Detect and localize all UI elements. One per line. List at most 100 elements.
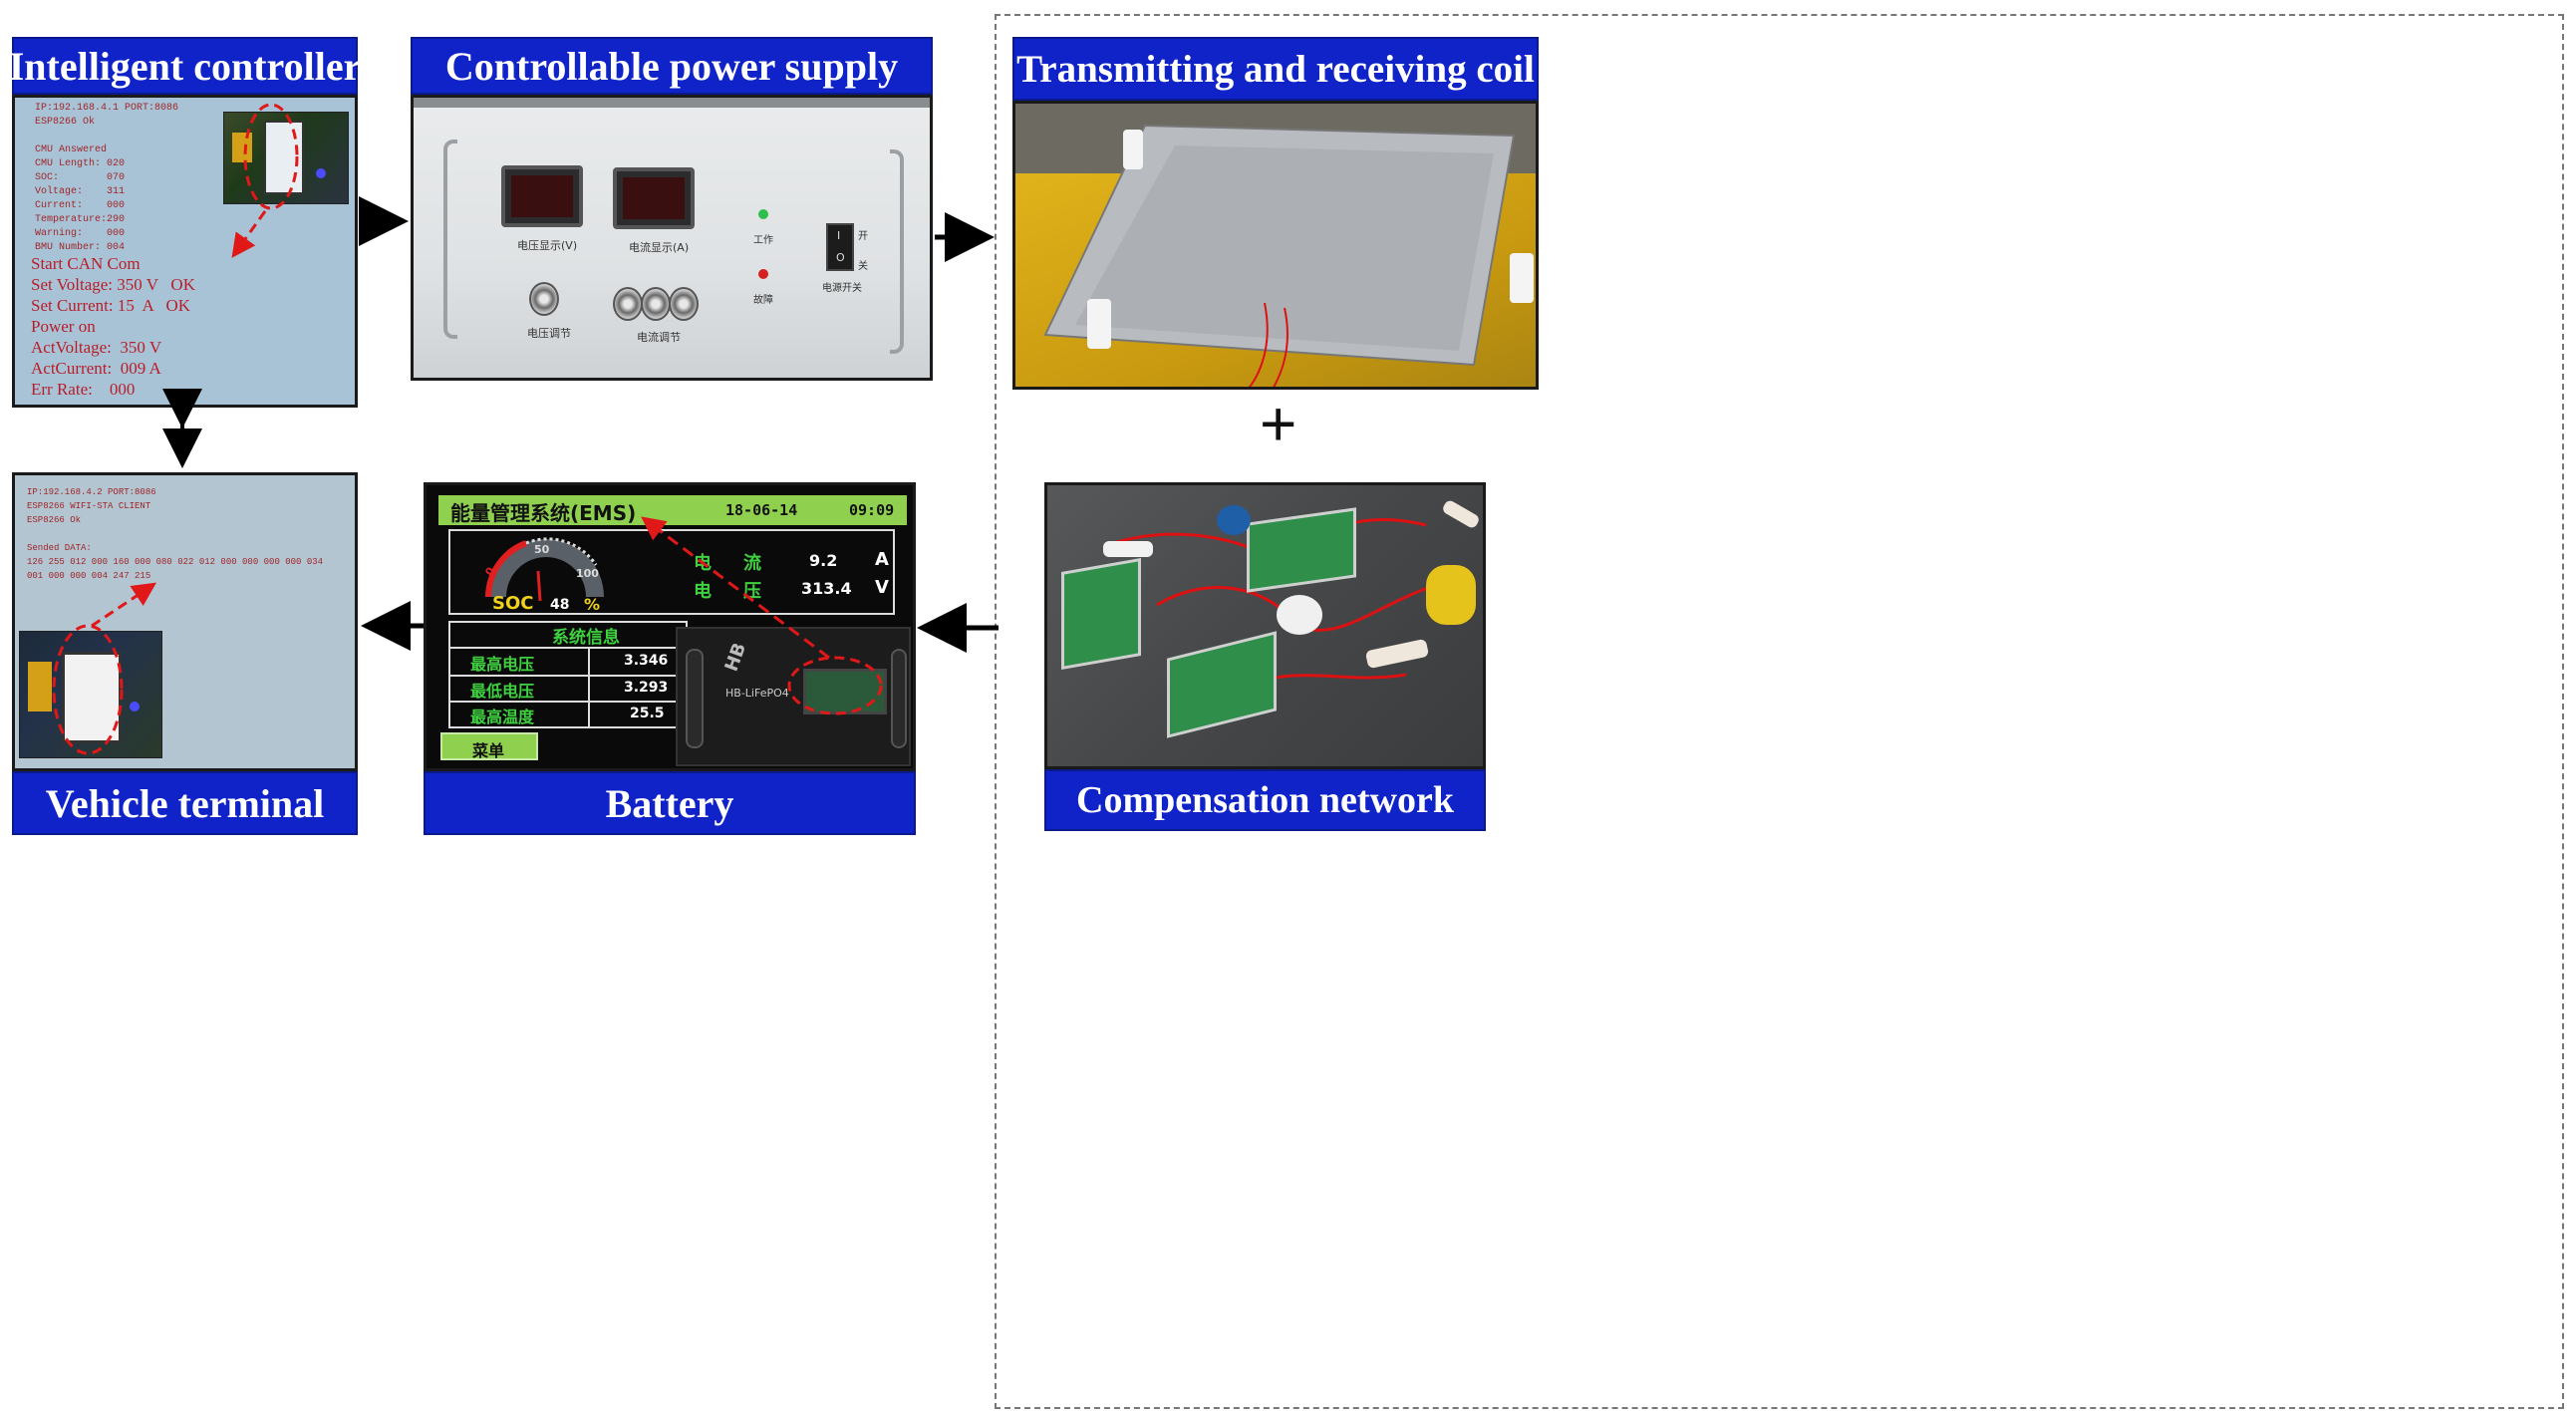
right-handle (890, 149, 904, 354)
current-display (613, 167, 695, 229)
yellow-inductor (1426, 565, 1476, 625)
current-knob-1 (613, 287, 643, 321)
current-adjust-label: 电流调节 (637, 331, 681, 344)
ems-time: 09:09 (849, 501, 895, 519)
left-handle (443, 140, 457, 339)
controller-status-line: IP:192.168.4.1 PORT:8086 (35, 103, 179, 114)
power-switch-label: 电源开关 (822, 283, 862, 294)
ems-date: 18-06-14 (725, 501, 798, 519)
vehicle-status-line: ESP8266 Ok (27, 515, 82, 525)
work-label: 工作 (753, 235, 773, 246)
vehicle-status-line: 001 000 000 004 247 215 (27, 571, 151, 581)
coil-spacer-2 (1087, 299, 1111, 349)
blue-capacitor (1217, 505, 1251, 535)
voltage-adjust-label: 电压调节 (527, 327, 571, 340)
white-capacitor (1277, 595, 1322, 635)
vehicle-status-line (27, 527, 323, 541)
row-max-voltage-value: 3.346 (624, 653, 669, 669)
title-vehicle-terminal: Vehicle terminal (12, 771, 358, 835)
controller-command-line: ActVoltage: 350 V (31, 338, 162, 357)
ems-menu-label: 菜单 (472, 741, 505, 760)
vehicle-status-line: 126 255 012 000 160 000 080 022 012 000 … (27, 557, 324, 567)
controller-command-line: Start CAN Com (31, 254, 141, 273)
title-coil: Transmitting and receiving coil (1012, 37, 1539, 101)
battery-pack-inset-photo: HB HB-LiFePO4 (676, 627, 911, 766)
controller-status-line: Temperature:290 (35, 214, 126, 225)
soc-unit: % (584, 595, 601, 614)
coil-plate-drawing (1043, 124, 1516, 387)
coil-spacer-1 (1123, 130, 1143, 169)
current-display-label: 电流显示(A) (629, 241, 690, 254)
system-info-header: 系统信息 (552, 628, 620, 648)
controller-status-line: SOC: 070 (35, 172, 126, 183)
title-power-supply: Controllable power supply (411, 37, 933, 95)
controller-command-line: Err Rate: 000 (31, 380, 136, 399)
vehicle-board-inset-photo (19, 631, 162, 758)
row-max-temp-value: 25.5 (630, 706, 665, 721)
right-dashed-region (995, 14, 2564, 1409)
vehicle-status-line: ESP8266 WIFI-STA CLIENT (27, 501, 151, 511)
fault-label: 故障 (753, 295, 773, 306)
soc-label: SOC (492, 593, 534, 614)
power-supply-photo: 电压显示(V) 电流显示(A) 电压调节 电流调节 工作 故障 I O 开 关 … (411, 95, 933, 381)
switch-off-label: 关 (858, 261, 868, 272)
plus-sign: + (1260, 388, 1297, 459)
voltage-label-2: 压 (743, 581, 761, 602)
row-min-voltage-value: 3.293 (624, 680, 669, 696)
row-max-voltage-label: 最高电压 (470, 655, 535, 674)
current-label-2: 流 (743, 553, 761, 574)
gauge-tick-50: 50 (534, 543, 550, 556)
work-led (758, 209, 768, 219)
coil-spacer-3 (1510, 253, 1534, 303)
title-battery: Battery (424, 771, 916, 835)
vehicle-status-line: IP:192.168.4.2 PORT:8086 (27, 487, 156, 497)
soc-value: 48 (550, 597, 570, 613)
row-max-temp-label: 最高温度 (470, 708, 535, 726)
controller-status-line: Voltage: 311 (35, 186, 126, 197)
current-label-1: 电 (694, 553, 712, 574)
voltage-unit: V (875, 577, 889, 598)
title-intelligent-controller: Intelligent controller (9, 37, 361, 95)
current-knob-3 (669, 287, 699, 321)
title-compensation: Compensation network (1044, 769, 1486, 831)
switch-on-label: 开 (858, 231, 868, 242)
controller-board-inset-photo (223, 112, 349, 204)
row-min-voltage-label: 最低电压 (470, 682, 535, 701)
compensation-photo (1044, 482, 1486, 769)
ems-title: 能量管理系统(EMS) (450, 501, 637, 525)
controller-command-line: ActCurrent: 009 A (31, 359, 161, 378)
white-cylinder-1 (1103, 541, 1153, 557)
current-knob-2 (641, 287, 671, 321)
battery-brand: HB-LiFePO4 (725, 687, 789, 700)
controller-command-line: Power on (31, 317, 96, 336)
power-switch: I O (826, 223, 854, 271)
pcb-board-1 (1061, 557, 1141, 671)
controller-status-line: ESP8266 Ok (35, 117, 96, 128)
battery-logo: HB (720, 640, 751, 675)
battery-mini-screen (803, 669, 887, 714)
controller-status-line: CMU Length: 020 (35, 158, 126, 169)
vehicle-status-line: Sended DATA: (27, 543, 92, 553)
controller-command-line: Set Current: 15 A OK (31, 296, 191, 315)
voltage-display-label: 电压显示(V) (517, 239, 578, 252)
controller-status-line (35, 130, 178, 143)
voltage-knob (529, 282, 559, 316)
fault-led (758, 269, 768, 279)
ems-menu-button[interactable]: 菜单 (440, 732, 538, 760)
voltage-label-1: 电 (694, 581, 712, 602)
voltage-display (501, 165, 583, 227)
controller-status-line: Warning: 000 (35, 228, 126, 239)
controller-status-line: BMU Number: 004 (35, 242, 126, 253)
gauge-tick-100: 100 (576, 567, 599, 580)
current-value: 9.2 (809, 551, 838, 570)
voltage-value: 313.4 (801, 579, 852, 598)
controller-status-line: Current: 000 (35, 200, 126, 211)
coil-photo (1012, 101, 1539, 390)
controller-status-line: CMU Answered (35, 144, 108, 155)
ems-screen-photo: 能量管理系统(EMS) 18-06-14 09:09 0 50 100 SOC … (424, 482, 916, 771)
